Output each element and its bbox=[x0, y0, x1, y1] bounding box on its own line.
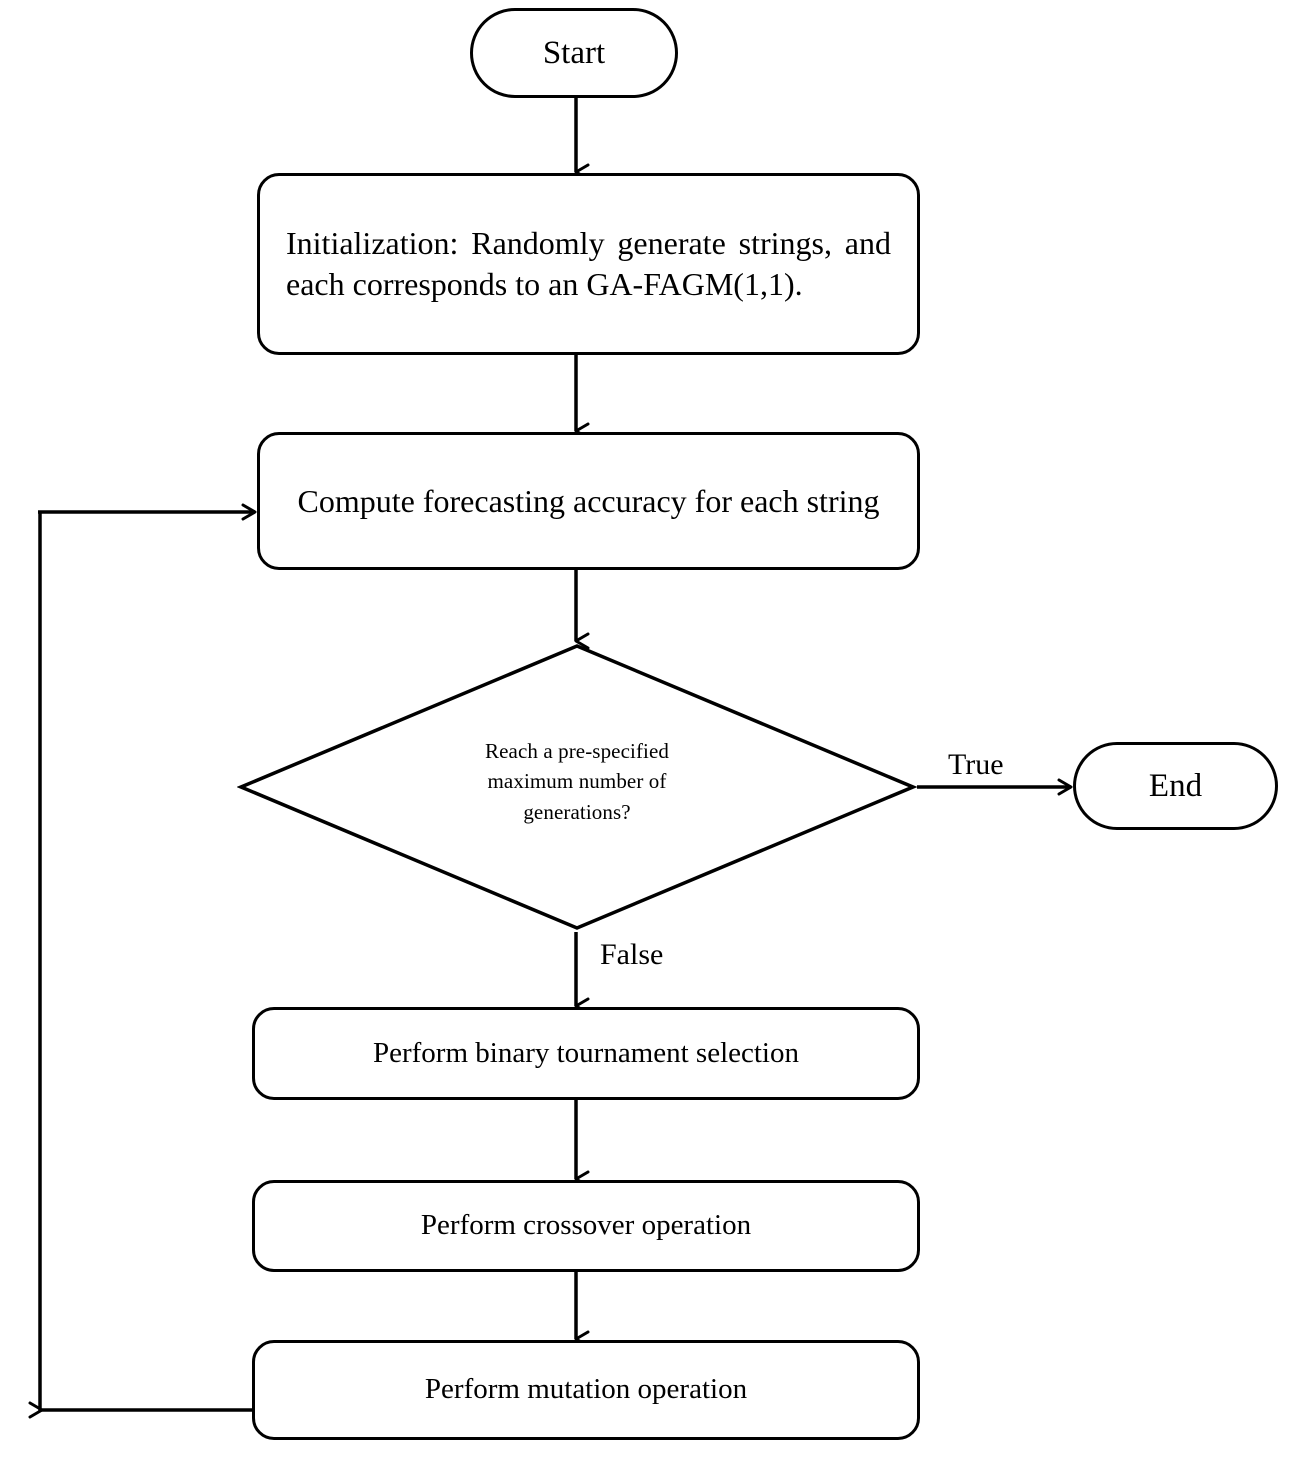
edge-label-false: False bbox=[600, 938, 664, 971]
node-mutation-operation[interactable]: Perform mutation operation bbox=[252, 1340, 920, 1440]
node-initialization-label: Initialization: Randomly generate string… bbox=[286, 225, 891, 302]
node-compute-accuracy-label: Compute forecasting accuracy for each st… bbox=[297, 482, 880, 519]
node-binary-tournament-selection-label: Perform binary tournament selection bbox=[372, 1036, 799, 1069]
node-decision-label-line3: generations? bbox=[523, 799, 631, 824]
node-end[interactable]: End bbox=[1073, 742, 1278, 830]
decision-diamond-shape bbox=[237, 644, 917, 930]
node-start-label: Start bbox=[542, 34, 606, 71]
node-crossover-operation-label: Perform crossover operation bbox=[420, 1209, 752, 1242]
node-decision-max-generations[interactable]: Reach a pre-specified maximum number of … bbox=[237, 642, 917, 932]
edge-label-true: True bbox=[948, 748, 1004, 781]
node-mutation-operation-label: Perform mutation operation bbox=[424, 1373, 748, 1406]
node-decision-label-line2: maximum number of bbox=[487, 769, 667, 794]
node-start[interactable]: Start bbox=[470, 8, 678, 98]
node-binary-tournament-selection[interactable]: Perform binary tournament selection bbox=[252, 1007, 920, 1100]
node-compute-accuracy[interactable]: Compute forecasting accuracy for each st… bbox=[257, 432, 920, 570]
node-initialization[interactable]: Initialization: Randomly generate string… bbox=[257, 173, 920, 355]
node-decision-label: Reach a pre-specified maximum number of … bbox=[237, 736, 917, 827]
node-crossover-operation[interactable]: Perform crossover operation bbox=[252, 1180, 920, 1272]
node-end-label: End bbox=[1148, 767, 1203, 804]
node-decision-label-line1: Reach a pre-specified bbox=[485, 739, 669, 763]
